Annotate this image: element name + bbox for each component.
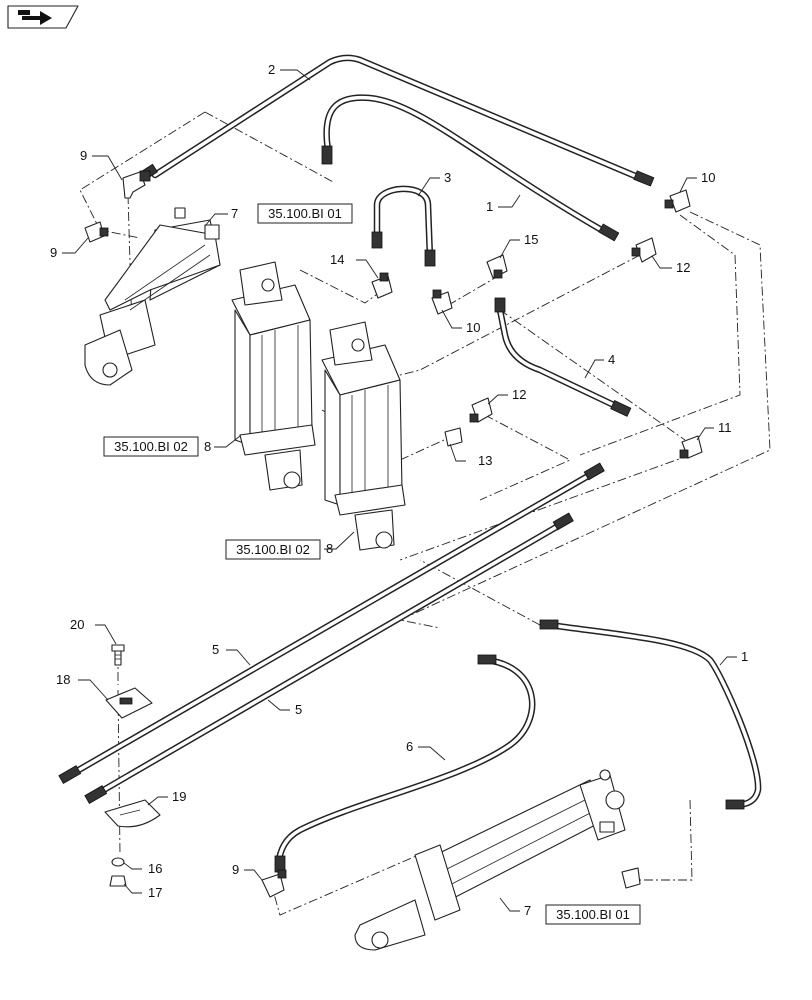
callout-16: 16: [148, 861, 162, 876]
fitting-9-upper[interactable]: [122, 170, 151, 199]
navigation-arrow-icon[interactable]: [7, 5, 79, 29]
washer-16[interactable]: [111, 857, 125, 867]
callout-5: 5: [295, 702, 302, 717]
fitting-12-upper[interactable]: [631, 237, 657, 263]
bolt-20[interactable]: [111, 644, 125, 666]
callout-1: 1: [486, 199, 493, 214]
callout-17: 17: [148, 885, 162, 900]
fitting-10-middle[interactable]: [431, 289, 453, 315]
callout-7: 7: [524, 903, 531, 918]
hose-1-upper[interactable]: [321, 94, 620, 242]
callout-7: 7: [231, 206, 238, 221]
cylinder-7-lower[interactable]: [354, 769, 626, 951]
hose-6[interactable]: [274, 654, 536, 873]
reference-box-cyl7-top[interactable]: 35.100.BI 01: [257, 203, 353, 224]
callout-14: 14: [330, 252, 344, 267]
reference-box-cyl7-bottom[interactable]: 35.100.BI 01: [545, 904, 641, 925]
hose-4[interactable]: [494, 297, 632, 417]
hose-1-lower[interactable]: [539, 619, 762, 810]
callout-6: 6: [406, 739, 413, 754]
reference-text: 35.100.BI 01: [556, 907, 630, 922]
callout-20: 20: [70, 617, 84, 632]
fitting-10-upper[interactable]: [664, 189, 691, 213]
callout-13: 13: [478, 453, 492, 468]
callout-2: 2: [268, 62, 275, 77]
leader-lines: [62, 69, 737, 912]
fitting-15[interactable]: [486, 254, 508, 279]
callout-10: 10: [466, 320, 480, 335]
callout-8: 8: [204, 439, 211, 454]
callout-19: 19: [172, 789, 186, 804]
clamp-19[interactable]: [104, 799, 161, 828]
cylinder-7-upper[interactable]: [84, 207, 221, 386]
callout-12: 12: [512, 387, 526, 402]
fitting-13[interactable]: [444, 427, 463, 447]
callout-8: 8: [326, 541, 333, 556]
reference-text: 35.100.BI 01: [268, 206, 342, 221]
hose-5a[interactable]: [58, 462, 605, 785]
fitting-14[interactable]: [371, 272, 393, 299]
fitting-lower-right[interactable]: [621, 867, 641, 889]
fitting-12-middle[interactable]: [469, 397, 493, 423]
callout-11: 11: [718, 420, 732, 435]
callout-5: 5: [212, 642, 219, 657]
callout-9: 9: [50, 245, 57, 260]
clamp-18[interactable]: [105, 687, 153, 719]
fitting-11[interactable]: [679, 435, 703, 459]
callout-labels: 2 9 9 9 7 7 1 1 3 10 10 14 15 12 12 4 11…: [50, 62, 748, 918]
callout-3: 3: [444, 170, 451, 185]
callout-12: 12: [676, 260, 690, 275]
reference-box-cyl8-left[interactable]: 35.100.BI 02: [103, 436, 199, 457]
callout-9: 9: [80, 148, 87, 163]
callout-15: 15: [524, 232, 538, 247]
callout-18: 18: [56, 672, 70, 687]
reference-box-cyl8-mid[interactable]: 35.100.BI 02: [225, 539, 321, 560]
callout-9: 9: [232, 862, 239, 877]
fitting-9-lower[interactable]: [261, 869, 287, 898]
nut-17[interactable]: [109, 875, 127, 887]
cylinder-8-left[interactable]: [231, 261, 316, 491]
fitting-9-left[interactable]: [84, 221, 109, 243]
cylinder-8-middle[interactable]: [321, 321, 406, 551]
callout-10: 10: [701, 170, 715, 185]
hose-3[interactable]: [371, 185, 436, 267]
callout-1: 1: [741, 649, 748, 664]
reference-text: 35.100.BI 02: [114, 439, 188, 454]
hose-2[interactable]: [138, 54, 655, 187]
callout-4: 4: [608, 352, 615, 367]
reference-text: 35.100.BI 02: [236, 542, 310, 557]
hose-5b[interactable]: [84, 512, 574, 805]
